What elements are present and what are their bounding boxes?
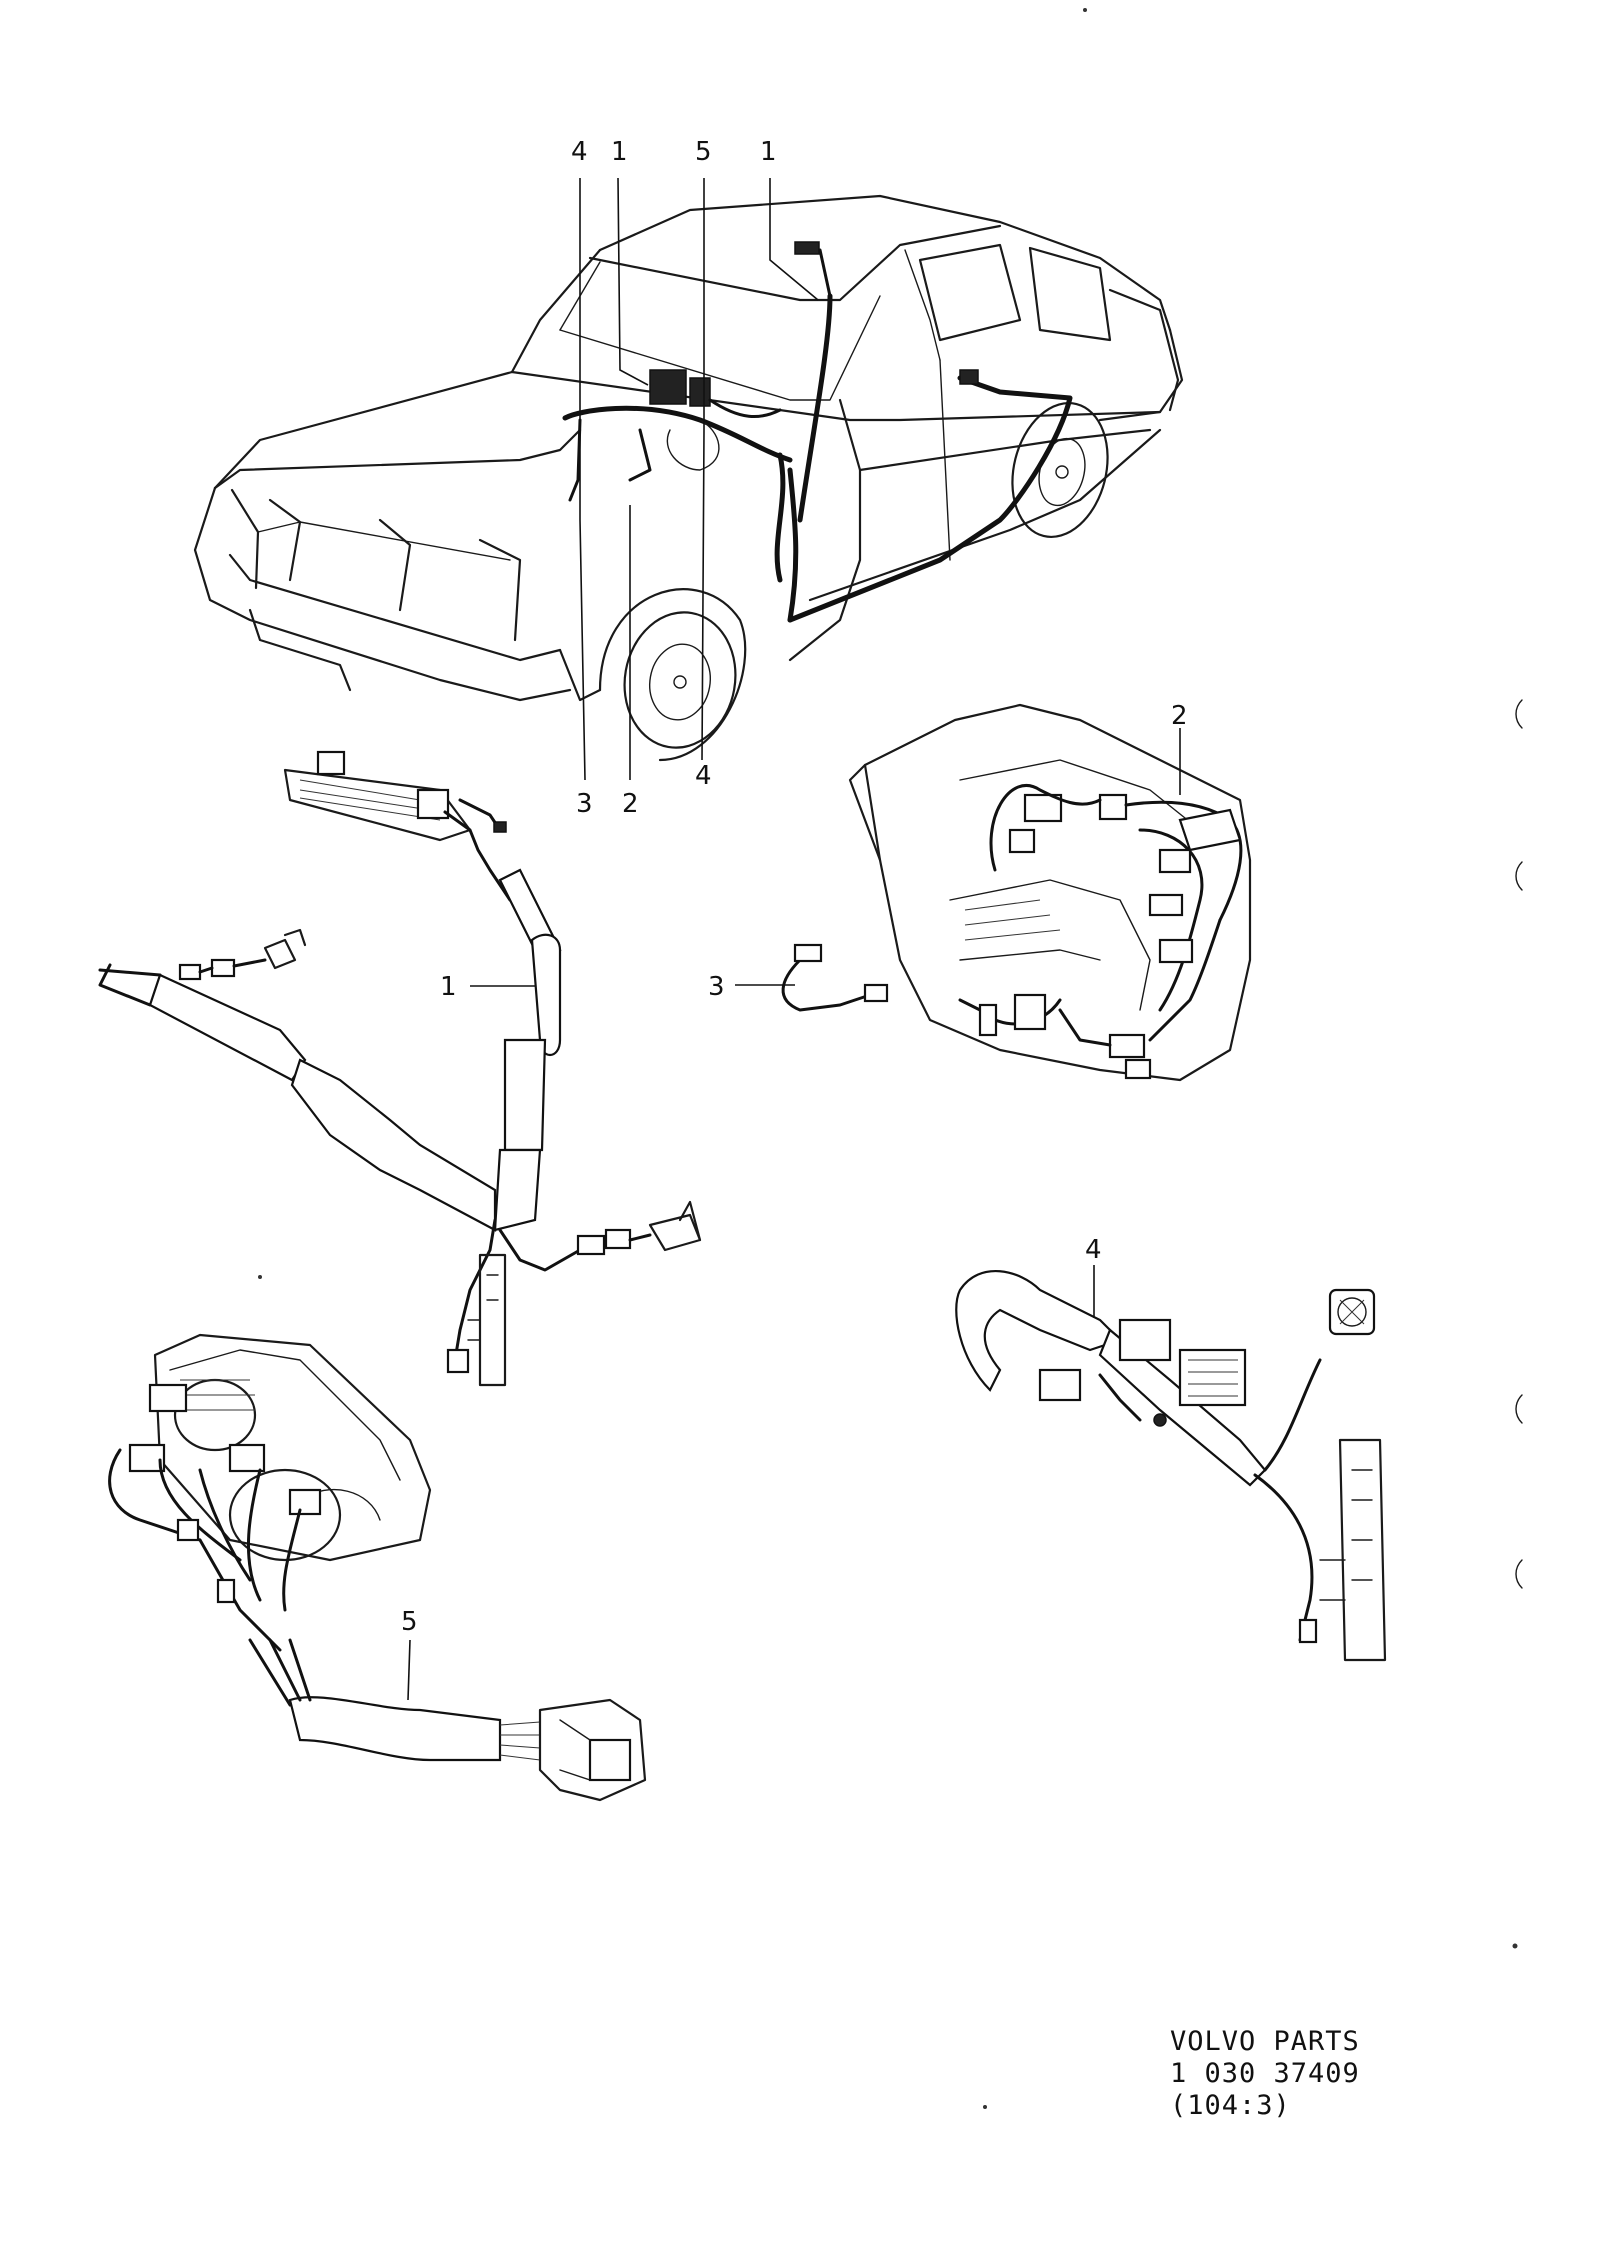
callout-1-top-left: 1 [611, 137, 628, 167]
callout-4-top: 4 [571, 137, 588, 167]
callout-1-top-right: 1 [760, 137, 777, 167]
callout-leaders [407, 177, 1181, 1701]
footer-brand: VOLVO PARTS [1170, 2026, 1360, 2057]
margin-marks [258, 8, 1523, 2109]
footer-part-number: 1 030 37409 [1170, 2058, 1360, 2089]
pillar-harness-4 [955, 1269, 1387, 1662]
part-reference-block: VOLVO PARTS 1 030 37409 (104:3) [1170, 2026, 1360, 2121]
callout-3-console: 3 [708, 972, 725, 1002]
callout-4-pillar: 4 [1085, 1235, 1102, 1265]
callout-5-top: 5 [695, 137, 712, 167]
callout-3-car: 3 [576, 789, 593, 819]
car-illustration [193, 194, 1184, 762]
callout-1-harness: 1 [440, 972, 457, 1002]
console-assembly-2 [781, 703, 1252, 1082]
instrument-cluster-harness-5 [108, 1333, 647, 1802]
harness-1 [98, 750, 702, 1387]
callout-labels: 4 1 5 1 3 2 4 1 2 3 4 5 [401, 137, 1188, 1637]
footer-page-ref: (104:3) [1170, 2090, 1291, 2121]
callout-2-car: 2 [622, 789, 639, 819]
callout-5-cluster: 5 [401, 1607, 418, 1637]
callout-4-car: 4 [695, 761, 712, 791]
callout-2-console: 2 [1171, 701, 1188, 731]
